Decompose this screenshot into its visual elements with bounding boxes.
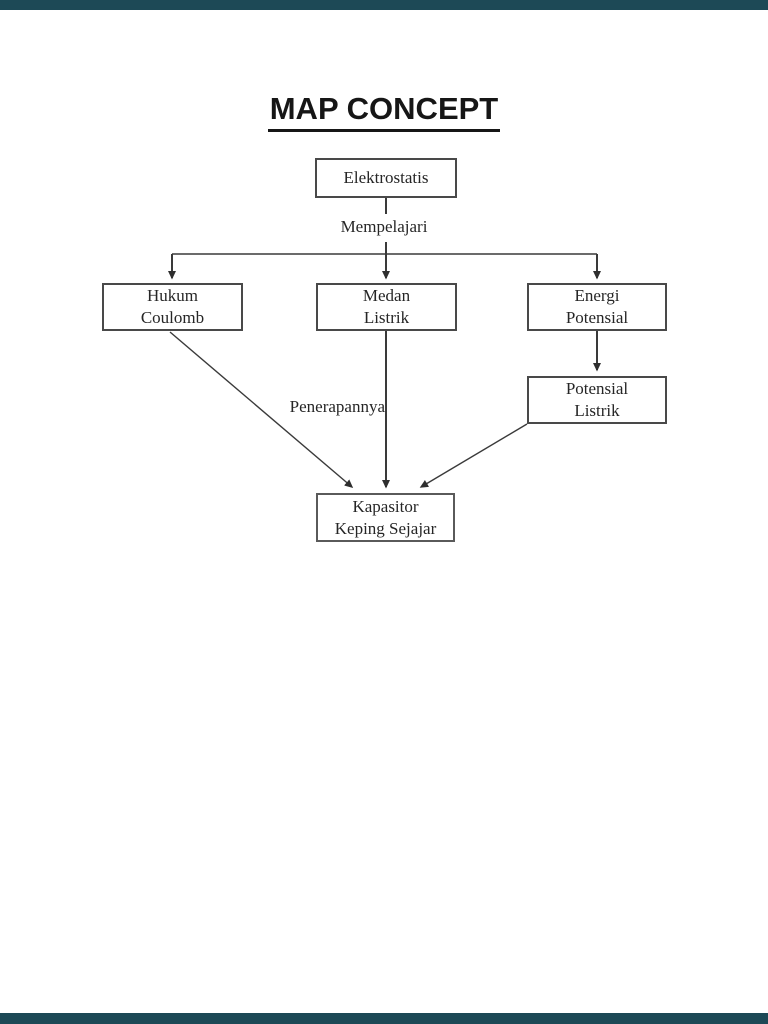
node-label: Elektrostatis: [343, 168, 429, 187]
connector-hukum-kapasitor: [169, 331, 354, 488]
node-label: Potensial: [565, 308, 629, 327]
node-label: Keping Sejajar: [334, 518, 437, 538]
node-label: Energi: [574, 286, 620, 305]
page-title-text: MAP CONCEPT: [267, 91, 501, 132]
node-label: Potensial: [565, 379, 629, 398]
node-elektrostatis: Elektrostatis: [315, 158, 457, 198]
node-label: Listrik: [363, 308, 410, 327]
connector-potensial-kapasitor: [419, 423, 528, 488]
node-label: Coulomb: [140, 308, 205, 327]
node-energi-potensial: Energi Potensial: [527, 283, 667, 331]
node-hukum-coulomb: Hukum Coulomb: [102, 283, 243, 331]
edge-label-mempelajari: Mempelajari: [340, 217, 428, 236]
node-medan-listrik: Medan Listrik: [316, 283, 457, 331]
edge-label-penerapannya: Penerapannya: [289, 397, 385, 416]
node-kapasitor-keping-sejajar: Kapasitor Keping Sejajar: [316, 493, 455, 542]
node-label: Kapasitor: [352, 496, 419, 516]
node-potensial-listrik: Potensial Listrik: [527, 376, 667, 424]
bottom-chrome-bar: [0, 1013, 768, 1024]
node-label: Medan: [362, 286, 411, 305]
top-chrome-bar: [0, 0, 768, 10]
node-label: Listrik: [574, 401, 620, 420]
page-title: MAP CONCEPT: [0, 91, 768, 132]
node-label: Hukum: [147, 286, 198, 305]
